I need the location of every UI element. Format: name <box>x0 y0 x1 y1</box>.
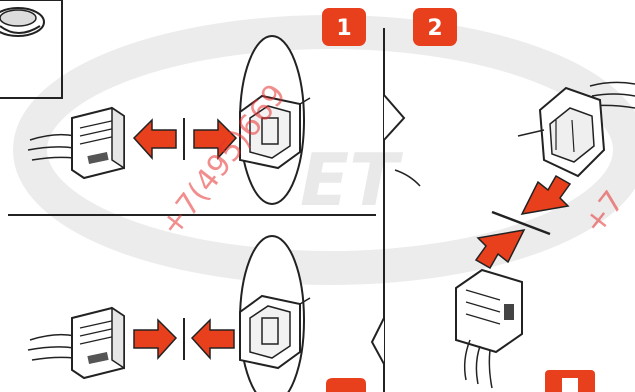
upper-arrow-right-icon <box>193 118 238 160</box>
lower-socket-connector-icon <box>239 294 311 370</box>
step-2-number: 2 <box>427 16 442 41</box>
upper-arrow-left-icon <box>132 118 177 160</box>
background-logo-letters: ET <box>300 138 403 222</box>
lower-arrow-right-icon <box>133 318 178 360</box>
lower-arrow-left-icon <box>190 318 235 360</box>
cable-wire-stub <box>394 169 421 187</box>
lower-left-connector-icon <box>27 306 125 380</box>
right-lower-connector-icon <box>455 268 523 389</box>
step-1-badge: 1 <box>322 8 366 46</box>
right-arrow-up-icon <box>474 229 526 270</box>
right-arrow-down-icon <box>520 174 572 215</box>
inset-detail-box <box>0 0 63 99</box>
corner-badge-partial <box>545 370 595 392</box>
inset-knob-icon <box>0 7 45 37</box>
upper-left-connector-icon <box>27 106 125 180</box>
right-contact-line <box>491 210 551 236</box>
right-upper-connector-icon <box>517 81 635 178</box>
upper-socket-connector-icon <box>239 94 311 170</box>
cable-break-lower <box>370 317 385 365</box>
step-2-badge: 2 <box>413 8 457 46</box>
step-1-number: 1 <box>336 16 351 41</box>
step-3-badge-partial <box>326 378 366 392</box>
cable-break-upper <box>383 94 406 141</box>
